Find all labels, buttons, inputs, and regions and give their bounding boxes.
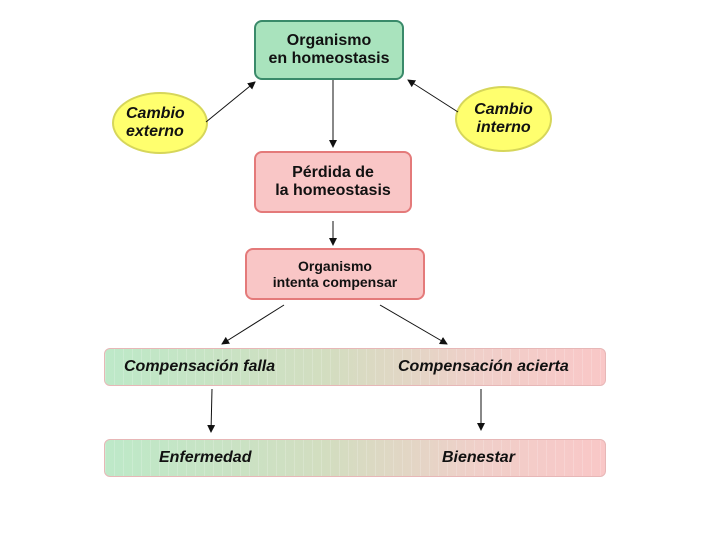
node-compensar-line2: intenta compensar [272,274,398,290]
node-perdida-line2: la homeostasis [275,182,391,199]
label-compensacion-acierta: Compensación acierta [398,358,569,375]
arrow-compensar-to-acierta [379,304,448,345]
band-resultado [104,439,606,477]
arrow-falla-to-enfermedad [207,388,216,433]
band-compensacion [104,348,606,386]
node-organismo-homeostasis: Organismo en homeostasis [254,20,404,80]
oval-cambio-interno: Cambio interno [455,86,552,152]
oval-externo-line1: Cambio [126,104,185,122]
label-bienestar: Bienestar [442,449,515,466]
arrow-externo-to-homeostasis [205,81,256,123]
oval-cambio-externo: Cambio externo [112,92,208,154]
node-homeostasis-line1: Organismo [286,31,372,49]
arrow-interno-to-homeostasis [407,79,459,113]
label-enfermedad: Enfermedad [159,449,252,466]
oval-externo-line2: externo [126,123,184,140]
node-compensar-line1: Organismo [298,257,372,274]
oval-interno-line1: Cambio [474,100,533,118]
arrow-compensar-to-falla [221,304,285,345]
node-homeostasis-line2: en homeostasis [268,50,390,67]
node-perdida-homeostasis: Pérdida de la homeostasis [254,151,412,213]
node-intenta-compensar: Organismo intenta compensar [245,248,425,300]
label-compensacion-falla: Compensación falla [124,358,276,375]
oval-interno-line2: interno [476,119,531,136]
node-perdida-line1: Pérdida de [292,163,374,181]
